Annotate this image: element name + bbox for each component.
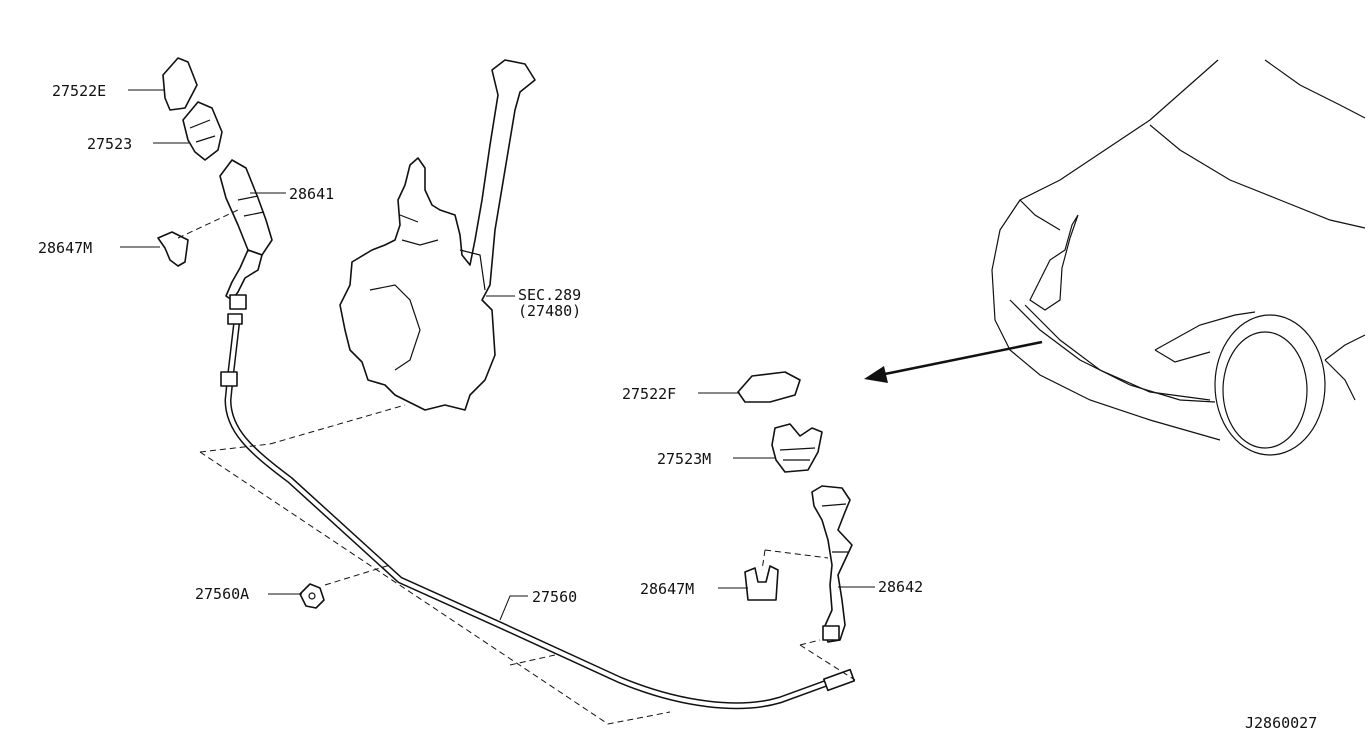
label-27560a: 27560A	[195, 585, 249, 603]
label-sec-289: SEC.289	[518, 286, 581, 304]
label-28641: 28641	[289, 185, 334, 203]
diagram-code: J2860027	[1245, 714, 1317, 732]
vehicle-inset	[991, 59, 1366, 456]
washer-cap-left	[162, 57, 198, 111]
label-27480: (27480)	[518, 302, 581, 320]
label-27523m: 27523M	[657, 450, 711, 468]
clip-left-guide	[177, 209, 239, 239]
label-27560: 27560	[532, 588, 577, 606]
nozzle-bracket-right	[771, 423, 823, 473]
label-27523: 27523	[87, 135, 132, 153]
clip-left	[157, 231, 189, 267]
label-28642: 28642	[878, 578, 923, 596]
clip-right-guide	[764, 549, 829, 559]
label-28647m-left: 28647M	[38, 239, 92, 257]
nozzle-bracket-left	[182, 101, 223, 161]
nozzle-right	[811, 485, 853, 643]
washer-cap-right	[737, 371, 801, 403]
washer-hose	[220, 313, 856, 710]
nozzle-left	[219, 159, 273, 310]
washer-tank	[339, 59, 536, 411]
clip-right	[744, 565, 779, 601]
label-27522f: 27522F	[622, 385, 676, 403]
hose-dashed-guides	[199, 404, 856, 725]
leader-lines	[120, 89, 875, 621]
label-28647m-right: 28647M	[640, 580, 694, 598]
location-arrow	[864, 340, 1043, 383]
label-27522e: 27522E	[52, 82, 106, 100]
hose-connector	[299, 583, 325, 609]
clip-right-guide-2	[761, 549, 766, 571]
